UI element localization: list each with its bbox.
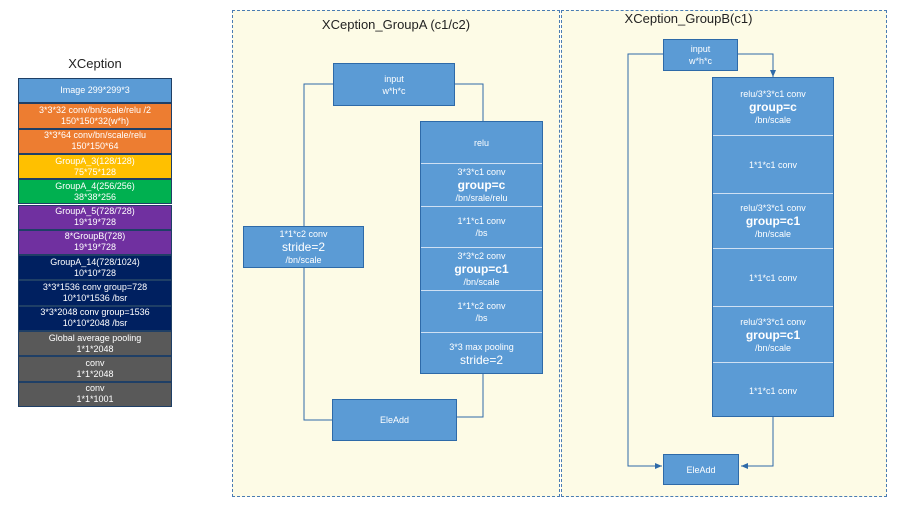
layer-param: group=c: [749, 99, 797, 114]
group-b-input-box: input w*h*c: [663, 39, 738, 71]
group-a-shortcut-conv-box: 1*1*c2 conv stride=2 /bn/scale: [243, 226, 364, 268]
group-a-input-box: input w*h*c: [333, 63, 455, 106]
layer-op: relu/3*3*c1 conv: [740, 316, 806, 327]
layer-suffix: /bs: [475, 312, 488, 323]
layer-op: 1*1*c1 conv: [748, 272, 798, 283]
stack-layer-shape: 1*1*2048: [76, 343, 114, 354]
layer-op: relu: [473, 137, 489, 148]
layer-op: 1*1*c1 conv: [748, 385, 798, 396]
stack-layer-shape: 10*10*728: [73, 267, 117, 278]
group-a-layer: 1*1*c1 conv/bs: [421, 206, 542, 247]
stack-layer-shape: 10*10*2048 /bsr: [62, 318, 128, 329]
layer-suffix: /bn/scale: [754, 114, 792, 125]
stack-layer-name: Global average pooling: [48, 332, 142, 343]
stack-layer-shape: 150*150*64: [71, 141, 119, 152]
group-b-layer: 1*1*c1 conv: [713, 248, 833, 306]
stack-layer-row: GroupA_5(728/728)19*19*728: [18, 204, 172, 230]
layer-op: 1*1*c2 conv: [457, 300, 506, 311]
layer-op: relu/3*3*c1 conv: [740, 88, 806, 99]
stack-layer-shape: 10*10*1536 /bsr: [62, 293, 128, 304]
stack-layer-shape: 150*150*32(w*h): [60, 115, 130, 126]
stack-layer-name: GroupA_3(128/128): [55, 155, 135, 166]
stack-layer-name: Image 299*299*3: [60, 85, 130, 96]
stack-layer-row: Image 299*299*3: [18, 78, 172, 104]
layer-suffix: /bn/srale/relu: [455, 193, 508, 203]
layer-op: 3*3 max pooling: [449, 342, 514, 352]
layer-suffix: /bn/scale: [754, 229, 792, 239]
stack-layer-name: 3*3*1536 conv group=728: [42, 282, 148, 293]
stack-layer-row: GroupA_3(128/128)75*75*128: [18, 153, 172, 180]
layer-op: relu/3*3*c1 conv: [740, 203, 806, 213]
group-a-layer: 1*1*c2 conv/bs: [421, 290, 542, 332]
stack-layer-name: conv: [85, 383, 105, 394]
layer-param: group=c: [457, 178, 506, 192]
layer-op: 1*1*c1 conv: [748, 159, 798, 170]
layer-param: group=c1: [745, 214, 801, 228]
stack-layer-name: GroupA_4(256/256): [55, 180, 135, 191]
group-b-input-shape: w*h*c: [688, 56, 712, 66]
group-b-eleadd-label: EleAdd: [686, 464, 716, 475]
stack-layer-name: 3*3*32 conv/bn/scale/relu /2: [38, 104, 152, 115]
stack-layer-row: GroupA_14(728/1024)10*10*728: [18, 255, 172, 281]
stack-layer-shape: 19*19*728: [73, 217, 117, 228]
group-a-input-shape: w*h*c: [382, 85, 406, 96]
group-a-title: XCeption_GroupA (c1/c2): [321, 17, 471, 32]
layer-param: group=c1: [745, 327, 801, 342]
group-a-layer: relu: [421, 122, 542, 163]
layer-op: 1*1*c1 conv: [457, 216, 506, 226]
group-a-shortcut-suffix: /bn/scale: [285, 255, 322, 265]
stack-layer-name: GroupA_5(728/728): [55, 206, 135, 217]
layer-suffix: /bs: [475, 228, 488, 238]
group-b-input-label: input: [690, 44, 711, 54]
stack-layer-shape: 1*1*1001: [76, 394, 114, 405]
stack-layer-name: conv: [85, 357, 105, 368]
layer-op: 3*3*c2 conv: [457, 251, 506, 261]
group-b-layer: 1*1*c1 conv: [713, 362, 833, 418]
group-a-shortcut-stride: stride=2: [281, 240, 326, 254]
group-b-title: XCeption_GroupB(c1): [624, 11, 753, 26]
group-b-layer: 1*1*c1 conv: [713, 135, 833, 193]
stack-layer-shape: 19*19*728: [73, 242, 117, 253]
stack-layer-shape: 38*38*256: [73, 191, 117, 202]
group-a-eleadd-box: EleAdd: [332, 399, 457, 441]
layer-suffix: /bn/scale: [463, 277, 500, 287]
stack-layer-row: GroupA_4(256/256)38*38*256: [18, 179, 172, 205]
stack-layer-name: 3*3*2048 conv group=1536: [40, 307, 150, 318]
stack-layer-shape: 75*75*128: [73, 166, 117, 177]
group-b-eleadd-box: EleAdd: [663, 454, 739, 485]
layer-param: stride=2: [459, 353, 504, 367]
layer-op: 3*3*c1 conv: [457, 167, 506, 177]
group-a-shortcut-op: 1*1*c2 conv: [279, 229, 328, 239]
stack-layer-row: 8*GroupB(728)19*19*728: [18, 229, 172, 256]
stack-layer-shape: 1*1*2048: [76, 368, 114, 379]
group-a-input-label: input: [384, 73, 404, 84]
stack-layer-name: GroupA_14(728/1024): [50, 256, 140, 267]
group-a-eleadd-label: EleAdd: [379, 415, 410, 425]
layer-param: group=c1: [454, 262, 509, 276]
stack-layer-name: 8*GroupB(728): [64, 231, 126, 242]
layer-suffix: /bn/scale: [754, 342, 792, 353]
xception-title: XCeption: [68, 56, 122, 71]
stack-layer-name: 3*3*64 conv/bn/scale/relu: [43, 130, 147, 141]
